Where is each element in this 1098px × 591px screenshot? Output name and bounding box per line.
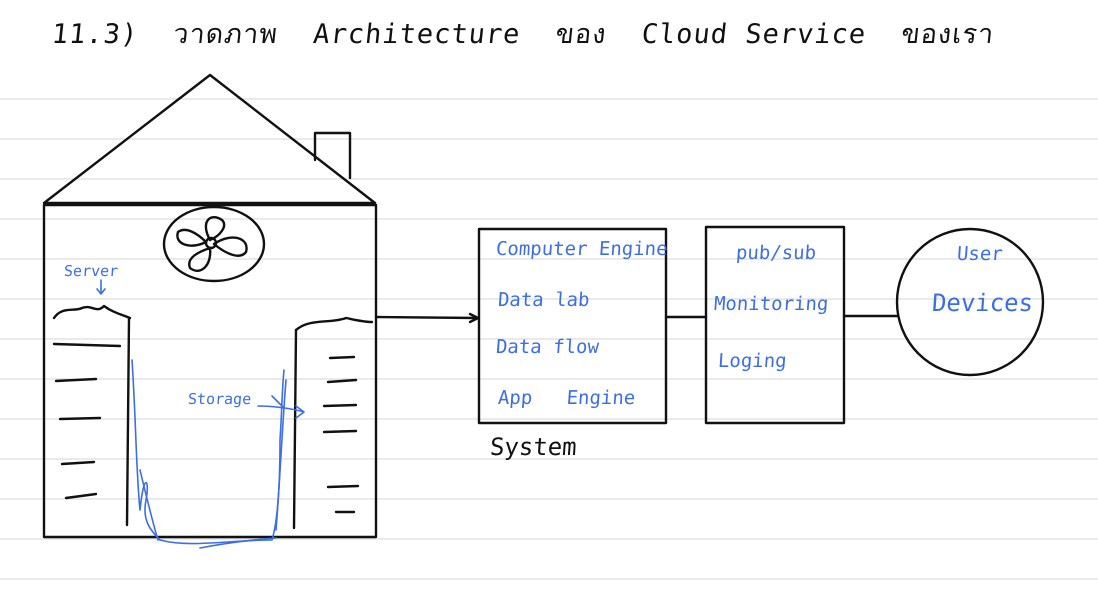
right-rack-top — [294, 316, 374, 332]
storage-arrow — [257, 405, 305, 419]
fan-blades — [176, 216, 248, 272]
user-label: User — [956, 243, 1004, 265]
storage-scribble-left — [131, 359, 285, 545]
house-body — [42, 203, 378, 539]
services-item-monitoring: Monitoring — [713, 293, 830, 315]
devices-label: Devices — [931, 289, 1035, 317]
chimney — [313, 131, 352, 180]
system-item-data-flow: Data flow — [495, 336, 600, 358]
left-rack-top — [52, 304, 132, 320]
user-devices-circle — [895, 227, 1045, 377]
services-box — [704, 225, 846, 425]
storage-scribble-right — [139, 379, 287, 549]
system-item-data-lab: Data lab — [497, 289, 591, 311]
services-item-pubsub: pub/sub — [735, 242, 817, 264]
server-label: Server — [63, 262, 119, 280]
system-item-app-engine: App Engine — [497, 387, 637, 409]
house-roof — [42, 73, 377, 205]
system-item-computer-engine: Computer Engine — [495, 238, 669, 260]
storage-label: Storage — [187, 390, 252, 408]
connector-house-system — [374, 315, 480, 320]
system-caption: System — [489, 433, 578, 461]
system-box — [477, 227, 668, 425]
server-arrow — [96, 279, 106, 295]
services-item-loging: Loging — [717, 350, 788, 372]
fan-icon — [162, 205, 266, 283]
